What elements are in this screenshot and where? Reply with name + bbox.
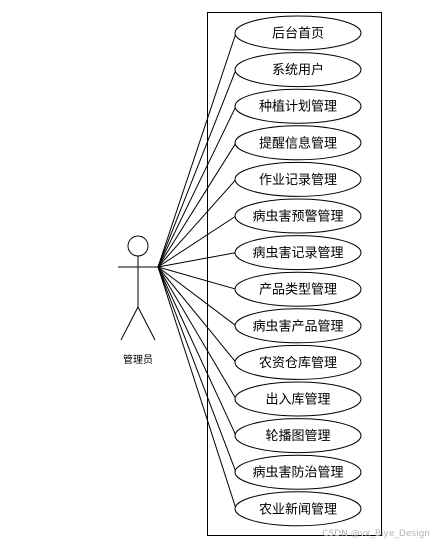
- association-line: [157, 69, 237, 268]
- use-case: 种植计划管理: [234, 88, 362, 124]
- use-case-ellipse: [234, 454, 362, 490]
- use-case-label: 作业记录管理: [259, 173, 337, 188]
- use-case-ellipse: [234, 88, 362, 124]
- association-line: [157, 266, 237, 327]
- use-case-label: 病虫害记录管理: [252, 245, 343, 261]
- use-case-ellipse: [234, 418, 362, 454]
- use-case-label: 病虫害产品管理: [252, 318, 343, 334]
- association-line: [157, 266, 237, 509]
- association-line: [157, 266, 237, 400]
- association-line: [157, 266, 237, 290]
- system-boundary: [207, 12, 382, 536]
- use-case: 病虫害记录管理: [234, 235, 362, 271]
- use-case-ellipse: [234, 52, 362, 88]
- use-case-ellipse: [234, 344, 362, 380]
- use-case-ellipse: [234, 198, 362, 234]
- use-case: 农业新闻管理: [234, 491, 362, 527]
- watermark: CSDN @vx_Biye_Design: [322, 529, 430, 539]
- use-case-label: 后台首页: [272, 27, 324, 42]
- actor-stick-figure: [118, 235, 158, 341]
- use-case: 后台首页: [234, 15, 362, 51]
- use-case-ellipse: [234, 308, 362, 344]
- use-case: 作业记录管理: [234, 161, 362, 197]
- use-case-ellipse: [234, 381, 362, 417]
- use-case-label: 产品类型管理: [259, 283, 337, 298]
- use-case: 病虫害产品管理: [234, 308, 362, 344]
- association-line: [157, 266, 237, 436]
- use-case-label: 轮播图管理: [265, 429, 330, 444]
- actor-head: [127, 235, 149, 257]
- use-case-label: 种植计划管理: [259, 100, 337, 115]
- use-case-ellipse: [234, 271, 362, 307]
- use-case: 产品类型管理: [234, 271, 362, 307]
- use-case: 病虫害预警管理: [234, 198, 362, 234]
- association-line: [157, 215, 237, 268]
- association-line: [157, 266, 237, 473]
- use-case: 病虫害防治管理: [234, 454, 362, 490]
- actor-right-leg: [137, 306, 156, 341]
- actor-label: 管理员: [123, 353, 153, 366]
- association-lines: [157, 32, 237, 509]
- use-case: 提醒信息管理: [234, 125, 362, 161]
- use-case: 系统用户: [234, 52, 362, 88]
- use-case-ellipse: [234, 15, 362, 51]
- use-case-ellipse: [234, 161, 362, 197]
- use-case-list: 后台首页系统用户种植计划管理提醒信息管理作业记录管理病虫害预警管理病虫害记录管理…: [234, 15, 362, 527]
- actor-left-leg: [120, 306, 139, 341]
- use-case: 轮播图管理: [234, 418, 362, 454]
- use-case: 农资仓库管理: [234, 344, 362, 380]
- use-case-label: 病虫害预警管理: [252, 209, 343, 225]
- use-case-ellipse: [234, 491, 362, 527]
- use-case-ellipse: [234, 235, 362, 271]
- use-case-label: 病虫害防治管理: [252, 465, 343, 481]
- association-line: [157, 142, 237, 268]
- use-case-label: 系统用户: [272, 62, 324, 78]
- use-case-label: 农业新闻管理: [259, 501, 337, 517]
- use-case-ellipse: [234, 125, 362, 161]
- use-case: 出入库管理: [234, 381, 362, 417]
- use-case-label: 农资仓库管理: [259, 355, 337, 371]
- association-line: [157, 252, 237, 268]
- use-case-label: 出入库管理: [265, 392, 330, 408]
- association-line: [157, 266, 237, 363]
- association-line: [157, 179, 237, 268]
- association-line: [157, 105, 237, 268]
- association-line: [157, 32, 237, 268]
- use-case-label: 提醒信息管理: [259, 135, 337, 151]
